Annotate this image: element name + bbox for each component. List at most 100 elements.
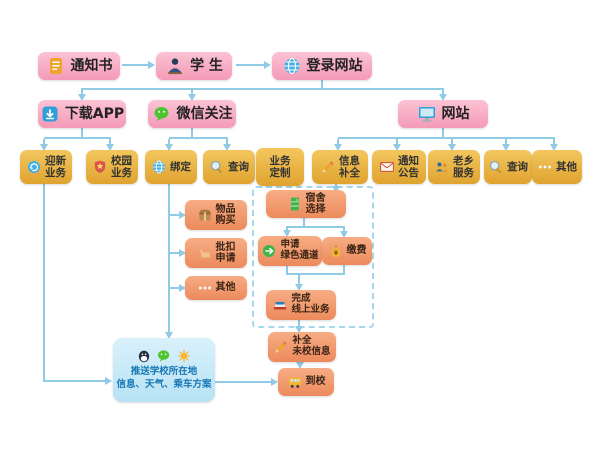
- node-label: 校园 业务: [111, 154, 132, 179]
- node-web-query: 查询: [484, 150, 532, 184]
- connector-line: [286, 226, 288, 230]
- arrowhead: [264, 61, 271, 69]
- connector-line: [43, 139, 45, 144]
- node-label: 微信关注: [176, 105, 233, 122]
- arrowhead: [223, 144, 231, 151]
- bus-icon: [287, 374, 303, 390]
- arrowhead: [40, 144, 48, 151]
- node-label: 到校: [305, 376, 326, 388]
- node-label: 缴费: [346, 245, 367, 257]
- node-business-custom: 业务 定制: [256, 148, 304, 186]
- arrowhead: [188, 94, 196, 101]
- node-green-channel: 申请 绿色通道: [258, 236, 322, 266]
- node-arrive-school: 到校: [278, 368, 334, 396]
- node-pay-fee: 缴费: [322, 237, 372, 265]
- node-label: 下载APP: [64, 105, 125, 122]
- connector-line: [43, 184, 45, 381]
- connector-line: [170, 252, 179, 254]
- arrowhead: [179, 249, 186, 257]
- weather-sun-icon: [176, 348, 192, 364]
- node-label: 其他: [215, 282, 236, 294]
- arrowhead: [271, 378, 278, 386]
- connector-line: [170, 287, 179, 289]
- document-icon: [46, 56, 66, 76]
- arrowhead: [283, 230, 291, 237]
- node-label: 业务 定制: [269, 154, 291, 179]
- node-label: 信息 补全: [339, 154, 360, 179]
- hand-icon: [197, 245, 213, 261]
- orientation-icon: [26, 159, 42, 175]
- node-student: 学 生: [156, 52, 232, 80]
- node-label: 网站: [441, 105, 470, 122]
- node-label: 宿舍 选择: [305, 192, 326, 216]
- node-label: 查询: [228, 160, 249, 173]
- push-info-box: 推送学校所在地 信息、天气、乘车方案: [113, 338, 215, 402]
- globe-icon: [151, 159, 167, 175]
- connector-line: [215, 381, 271, 383]
- node-label: 老乡 服务: [453, 154, 474, 179]
- node-batch-deduction: 批扣 申请: [185, 238, 247, 268]
- node-web-other: 其他: [532, 150, 582, 184]
- node-label: 绑定: [170, 160, 191, 173]
- wechat-icon: [152, 104, 172, 124]
- node-label: 补全 未校信息: [292, 335, 331, 357]
- ellipsis-icon: [537, 159, 553, 175]
- connector-line: [122, 64, 148, 66]
- globe-icon: [282, 56, 302, 76]
- connector-line: [81, 128, 83, 139]
- moneybag-icon: [328, 243, 344, 259]
- node-fill-arrival-info: 补全 未校信息: [268, 332, 336, 362]
- connector-line: [298, 275, 300, 284]
- pencil-icon: [320, 159, 336, 175]
- monitor-icon: [417, 104, 437, 124]
- connector-line: [191, 128, 193, 139]
- online-business-group: [252, 186, 374, 328]
- node-finish-online: 完成 线上业务: [266, 290, 336, 320]
- connector-line: [553, 139, 555, 144]
- node-custom-other: 其他: [185, 276, 247, 300]
- connector-line: [442, 128, 444, 139]
- arrowhead: [393, 144, 401, 151]
- people-icon: [434, 159, 450, 175]
- node-hometown-service: 老乡 服务: [428, 150, 480, 184]
- node-website: 网站: [398, 100, 488, 128]
- connector-line: [170, 214, 179, 216]
- node-notice: 通知书: [38, 52, 120, 80]
- arrowhead: [165, 332, 173, 339]
- arrowhead: [148, 61, 155, 69]
- envelope-icon: [379, 159, 395, 175]
- arrowhead: [502, 144, 510, 151]
- magnifier-icon: [488, 159, 504, 175]
- node-announcement: 通知 公告: [372, 150, 426, 184]
- arrowhead: [179, 211, 186, 219]
- connector-line: [287, 273, 345, 275]
- arrowhead: [295, 326, 303, 333]
- node-login-website: 登录网站: [272, 52, 372, 80]
- node-bind: 绑定: [145, 150, 197, 184]
- app-download-icon: [40, 104, 60, 124]
- node-label: 登录网站: [306, 57, 363, 74]
- node-orientation-service: 迎新 业务: [20, 150, 72, 184]
- push-icons: [136, 348, 192, 364]
- arrowhead: [105, 377, 112, 385]
- push-info-text: 推送学校所在地 信息、天气、乘车方案: [116, 366, 212, 390]
- arrowhead: [106, 144, 114, 151]
- connector-line: [191, 88, 193, 94]
- node-label: 批扣 申请: [215, 241, 236, 265]
- connector-line: [337, 139, 339, 144]
- arrowhead: [296, 362, 304, 369]
- arrowhead: [439, 94, 447, 101]
- books-icon: [272, 297, 288, 313]
- qq-icon: [136, 348, 152, 364]
- arrowhead: [179, 284, 186, 292]
- connector-line: [298, 320, 300, 326]
- node-label: 其他: [556, 160, 577, 173]
- connector-line: [168, 184, 170, 332]
- node-label: 物品 购买: [215, 203, 236, 227]
- node-dorm-selection: 宿舍 选择: [266, 190, 346, 218]
- connector-line: [236, 64, 264, 66]
- arrowhead: [334, 144, 342, 151]
- node-label: 完成 线上业务: [291, 293, 330, 315]
- node-label: 学 生: [190, 57, 223, 74]
